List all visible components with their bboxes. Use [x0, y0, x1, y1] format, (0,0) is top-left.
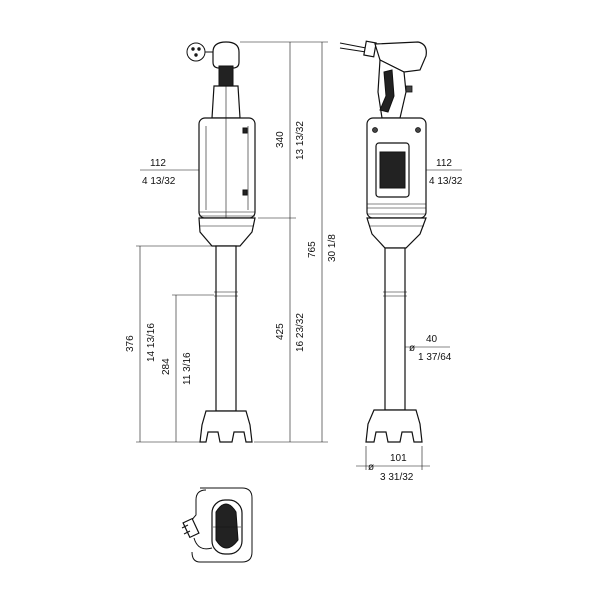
side-dimensions: 112 4 13/32 ø 40 1 37/64 ø 101 3 31/32 — [356, 158, 463, 483]
dim-bell-diameter-symbol: ø — [368, 462, 374, 473]
wall-bracket-icon — [181, 487, 253, 563]
dim-width-side-mm: 112 — [436, 158, 452, 169]
dim-total-length-mm: 765 — [307, 241, 318, 258]
side-blade-bell — [365, 409, 423, 443]
side-view — [339, 40, 427, 443]
plug-icon — [186, 42, 213, 62]
handle-grip — [218, 65, 234, 87]
dim-bell-diameter-in: 3 31/32 — [380, 472, 414, 483]
side-shaft — [384, 247, 406, 411]
front-dimensions: 112 4 13/32 340 13 13/32 425 16 23/32 76… — [125, 41, 338, 443]
dim-immersion-max-mm: 376 — [125, 335, 136, 352]
dim-width-top-mm: 112 — [150, 158, 166, 169]
dim-shaft-diameter-in: 1 37/64 — [418, 352, 452, 363]
side-handle-head — [374, 41, 427, 73]
dim-bell-diameter-mm: 101 — [390, 453, 407, 464]
dim-immersion-min-in: 11 3/16 — [182, 352, 193, 385]
front-view — [186, 41, 256, 443]
dim-total-length-in: 30 1/8 — [327, 234, 338, 262]
dim-immersion-min-mm: 284 — [161, 358, 172, 375]
shaft — [215, 245, 237, 412]
dim-immersion-max-in: 14 13/16 — [146, 323, 157, 362]
dim-width-side-in: 4 13/32 — [429, 176, 463, 187]
side-motor-cone — [366, 217, 427, 249]
motor-cone — [198, 217, 256, 247]
dim-shaft-length-in: 16 23/32 — [295, 313, 306, 352]
dim-shaft-diameter-symbol: ø — [409, 343, 415, 354]
dim-motor-height-in: 13 13/32 — [295, 121, 306, 160]
dim-width-top-in: 4 13/32 — [142, 176, 176, 187]
dim-motor-height-mm: 340 — [275, 131, 286, 148]
handle-top — [212, 41, 240, 69]
dim-shaft-length-mm: 425 — [275, 323, 286, 340]
blade-bell — [199, 410, 253, 443]
dim-shaft-diameter-mm: 40 — [426, 334, 438, 345]
side-trigger — [379, 69, 395, 113]
